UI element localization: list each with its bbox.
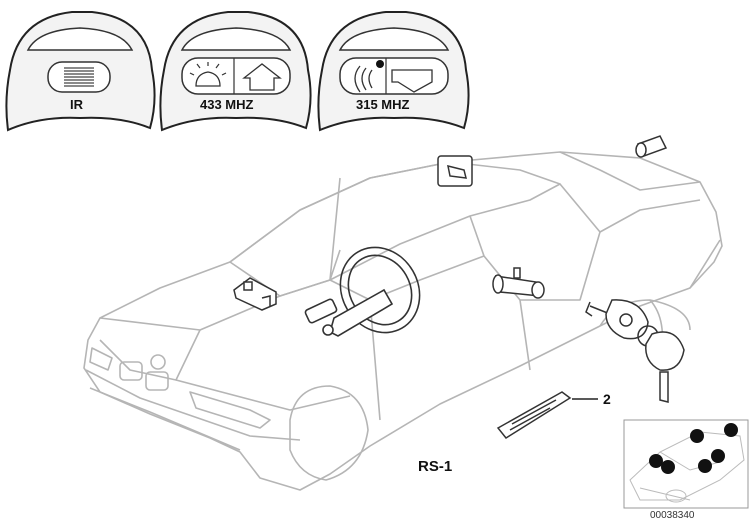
trunk-lock-cylinder[interactable] [635, 135, 668, 158]
remote-ir-label: IR [70, 97, 83, 112]
location-dot-marks [649, 423, 738, 474]
group-code-label: RS-1 [418, 458, 453, 475]
interior-sensor[interactable] [437, 155, 473, 187]
radio-315-icon [339, 57, 449, 95]
radio-433-icon [181, 57, 291, 95]
steering-lock[interactable] [304, 233, 434, 347]
infrared-window-icon [47, 61, 111, 93]
hood-lock[interactable] [233, 277, 277, 311]
remote-315-label: 315 MHZ [356, 97, 410, 112]
remote-433[interactable] [159, 11, 312, 132]
part-2-key-card[interactable] [496, 391, 572, 439]
remote-ir[interactable] [5, 11, 156, 132]
remote-433-label: 433 MHZ [200, 97, 254, 112]
inset-thumbnail [623, 419, 749, 509]
reference-number: 00038340 [650, 510, 695, 521]
car-outline [83, 151, 723, 491]
callout-2-label: 2 [603, 391, 611, 407]
remote-315[interactable] [317, 11, 470, 132]
door-lock-cylinder[interactable] [492, 267, 545, 299]
key-set[interactable] [585, 299, 685, 403]
